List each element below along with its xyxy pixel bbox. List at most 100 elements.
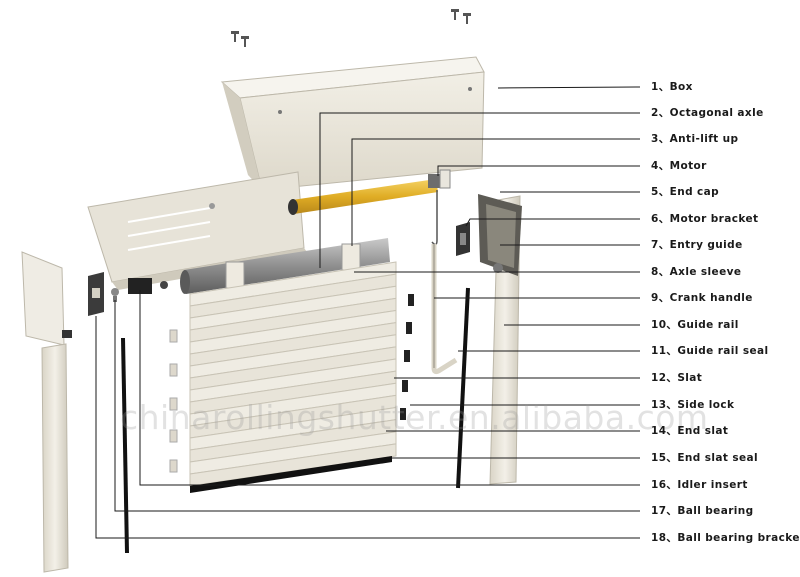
legend-label-text: End slat (677, 425, 729, 437)
legend-label-text: Axle sleeve (669, 266, 742, 278)
legend-label-text: End slat seal (677, 452, 759, 464)
legend-number: 6 (651, 213, 659, 225)
leader-line (351, 138, 640, 246)
legend-item: 9、Crank handle (651, 290, 753, 305)
legend-separator: 、 (658, 292, 670, 304)
legend-number: 13 (651, 399, 667, 411)
legend-separator: 、 (666, 479, 678, 491)
leader-line (465, 218, 640, 227)
legend-number: 4 (651, 160, 659, 172)
leader-line (95, 316, 640, 539)
leader-line (139, 290, 640, 486)
legend-separator: 、 (658, 266, 670, 278)
legend-label-text: Entry guide (669, 239, 743, 251)
legend-separator: 、 (658, 186, 670, 198)
legend-item: 7、Entry guide (651, 237, 743, 252)
legend-label-text: Crank handle (669, 292, 753, 304)
legend-label-text: Anti-lift up (669, 133, 739, 145)
legend-label-text: Guide rail seal (677, 345, 769, 357)
legend-label-text: Guide rail (677, 319, 739, 331)
legend-separator: 、 (666, 319, 678, 331)
legend-item: 17、Ball bearing (651, 503, 754, 518)
screw-icon (231, 9, 471, 47)
legend-separator: 、 (666, 372, 678, 384)
legend-separator: 、 (666, 532, 678, 544)
legend-separator: 、 (666, 425, 678, 437)
legend-item: 18、Ball bearing bracket (651, 530, 800, 545)
legend-number: 3 (651, 133, 659, 145)
legend-label-text: Idler insert (677, 479, 748, 491)
anti-lift-up-part (225, 243, 361, 289)
legend-item: 2、Octagonal axle (651, 105, 764, 120)
legend-number: 18 (651, 532, 667, 544)
legend-item: 8、Axle sleeve (651, 264, 741, 279)
octagonal-axle-part (288, 179, 438, 215)
legend-number: 14 (651, 425, 667, 437)
legend-separator: 、 (666, 399, 678, 411)
legend-label-text: Octagonal axle (669, 107, 764, 119)
ball-bearing-bracket-part (88, 272, 104, 316)
legend-item: 6、Motor bracket (651, 211, 758, 226)
legend-label-text: Motor bracket (669, 213, 759, 225)
legend-number: 17 (651, 505, 667, 517)
legend-item: 13、Side lock (651, 397, 734, 412)
entry-guide-part (493, 263, 503, 273)
legend-label-text: Slat (677, 372, 703, 384)
legend-item: 1、Box (651, 79, 693, 94)
motor-part (428, 169, 451, 246)
side-lock-left-part (169, 329, 178, 473)
legend-item: 16、Idler insert (651, 477, 748, 492)
box-part (220, 56, 485, 191)
legend-number: 15 (651, 452, 667, 464)
legend-separator: 、 (658, 81, 670, 93)
legend-number: 8 (651, 266, 659, 278)
slat (189, 443, 397, 487)
end-cap-part (478, 194, 522, 276)
legend-item: 12、Slat (651, 370, 702, 385)
legend-item: 4、Motor (651, 158, 707, 173)
leader-line (437, 165, 640, 176)
idler-insert-part (128, 278, 168, 294)
guide-rail-left-part (21, 251, 72, 573)
slat-curtain-part (189, 261, 397, 487)
leader-line (319, 112, 640, 268)
motor-bracket-part (456, 222, 470, 256)
guide-rail-seal-part (121, 287, 470, 554)
legend-separator: 、 (666, 505, 678, 517)
legend-number: 2 (651, 107, 659, 119)
leader-line (114, 300, 640, 512)
legend-item: 10、Guide rail (651, 317, 739, 332)
legend-label-text: Ball bearing bracket (677, 532, 800, 544)
leader-line (497, 86, 641, 89)
legend-number: 16 (651, 479, 667, 491)
legend-separator: 、 (658, 107, 670, 119)
leader-lines (95, 86, 641, 539)
legend-item: 3、Anti-lift up (651, 131, 738, 146)
legend-label-text: Motor (669, 160, 707, 172)
watermark: chinarollingshutter.en.alibaba.com (120, 398, 709, 437)
legend-label-text: Box (669, 81, 693, 93)
ball-bearing-part (111, 288, 119, 302)
legend-number: 10 (651, 319, 667, 331)
legend-label-text: Ball bearing (677, 505, 754, 517)
end-slat-seal-part (190, 456, 392, 493)
legend-item: 15、End slat seal (651, 450, 758, 465)
legend-number: 7 (651, 239, 659, 251)
legend-item: 14、End slat (651, 423, 728, 438)
legend-label-text: End cap (669, 186, 720, 198)
legend-separator: 、 (658, 213, 670, 225)
legend-number: 11 (651, 345, 667, 357)
legend-separator: 、 (658, 160, 670, 172)
legend-separator: 、 (666, 345, 678, 357)
legend-item: 5、End cap (651, 184, 719, 199)
legend-separator: 、 (658, 239, 670, 251)
legend-number: 1 (651, 81, 659, 93)
legend-separator: 、 (658, 133, 670, 145)
legend-number: 9 (651, 292, 659, 304)
legend-number: 12 (651, 372, 667, 384)
legend-number: 5 (651, 186, 659, 198)
legend-item: 11、Guide rail seal (651, 343, 769, 358)
side-lock-part (400, 294, 414, 420)
